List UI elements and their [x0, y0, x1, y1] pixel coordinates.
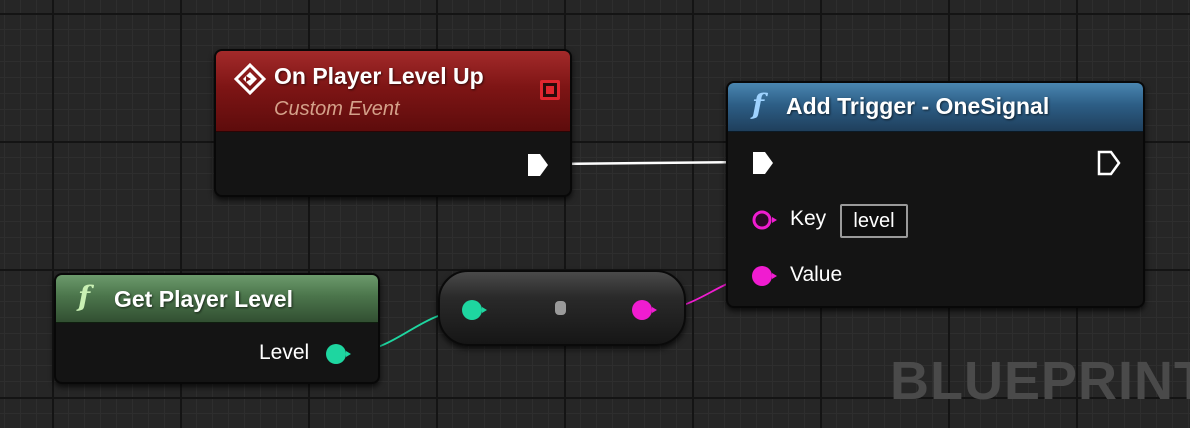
- key-input-pin[interactable]: [750, 208, 780, 232]
- node-title: Get Player Level: [114, 286, 293, 312]
- key-value-field[interactable]: level: [840, 204, 908, 238]
- exec-in-pin[interactable]: [750, 150, 776, 176]
- value-input-pin[interactable]: [750, 264, 780, 288]
- function-icon: f: [752, 88, 765, 121]
- blueprint-watermark: BLUEPRINT: [890, 351, 1190, 411]
- node-title: On Player Level Up: [274, 63, 484, 89]
- custom-event-node[interactable]: On Player Level Up Custom Event: [214, 49, 572, 197]
- node-subtitle: Custom Event: [274, 98, 400, 120]
- event-diamond-icon: [234, 63, 266, 95]
- exec-out-pin[interactable]: [1096, 150, 1122, 176]
- node-header[interactable]: f Get Player Level: [56, 275, 378, 323]
- integer-input-pin[interactable]: [460, 298, 492, 322]
- add-trigger-node[interactable]: f Add Trigger - OneSignal Key level Valu…: [726, 81, 1145, 308]
- exec-out-pin[interactable]: [525, 152, 551, 178]
- exec-wire[interactable]: [551, 160, 753, 166]
- conversion-node[interactable]: [438, 270, 686, 346]
- node-title: Add Trigger - OneSignal: [786, 93, 1050, 119]
- string-output-pin[interactable]: [630, 298, 662, 322]
- key-label: Key: [790, 207, 827, 230]
- conversion-dot-icon: [555, 301, 566, 315]
- level-output-pin[interactable]: [324, 342, 354, 366]
- level-label: Level: [259, 341, 310, 364]
- value-label: Value: [790, 263, 843, 286]
- get-player-level-node[interactable]: f Get Player Level Level: [54, 273, 380, 384]
- node-header[interactable]: f Add Trigger - OneSignal: [728, 83, 1143, 132]
- function-icon: f: [78, 280, 91, 313]
- node-header[interactable]: On Player Level Up Custom Event: [216, 51, 570, 132]
- delegate-pin[interactable]: [540, 80, 560, 100]
